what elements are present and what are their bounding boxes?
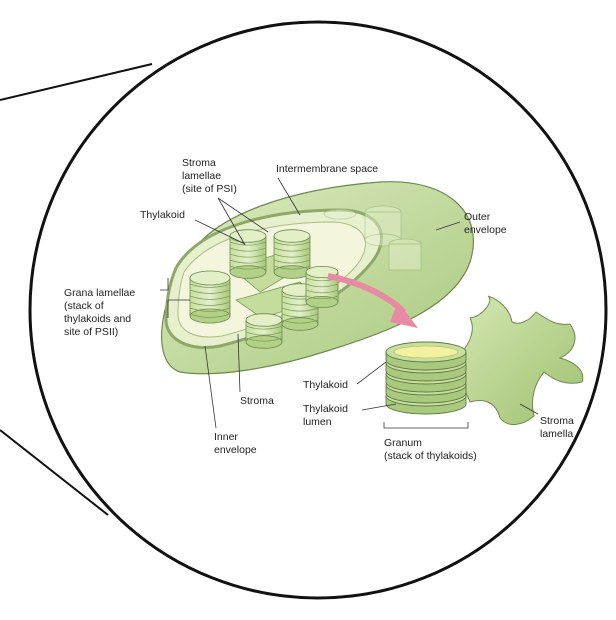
granum-stack-6: [246, 314, 282, 349]
label-stroma: Stroma: [240, 395, 274, 407]
granum-stack-2: [274, 230, 310, 279]
thylakoid-disc-5: [386, 342, 466, 370]
granum-stack: [386, 342, 466, 414]
thylakoid-lumen: [394, 346, 458, 358]
label-thylakoid-right: Thylakoid: [303, 379, 348, 391]
label-intermembrane-space: Intermembrane space: [276, 163, 378, 175]
label-stroma-lamella: Stroma lamella: [540, 415, 577, 440]
granum-stack-5: [306, 266, 338, 307]
granum-stack-1: [230, 230, 266, 279]
granum-stack-3: [190, 271, 230, 323]
label-thylakoid-top: Thylakoid: [140, 209, 185, 221]
